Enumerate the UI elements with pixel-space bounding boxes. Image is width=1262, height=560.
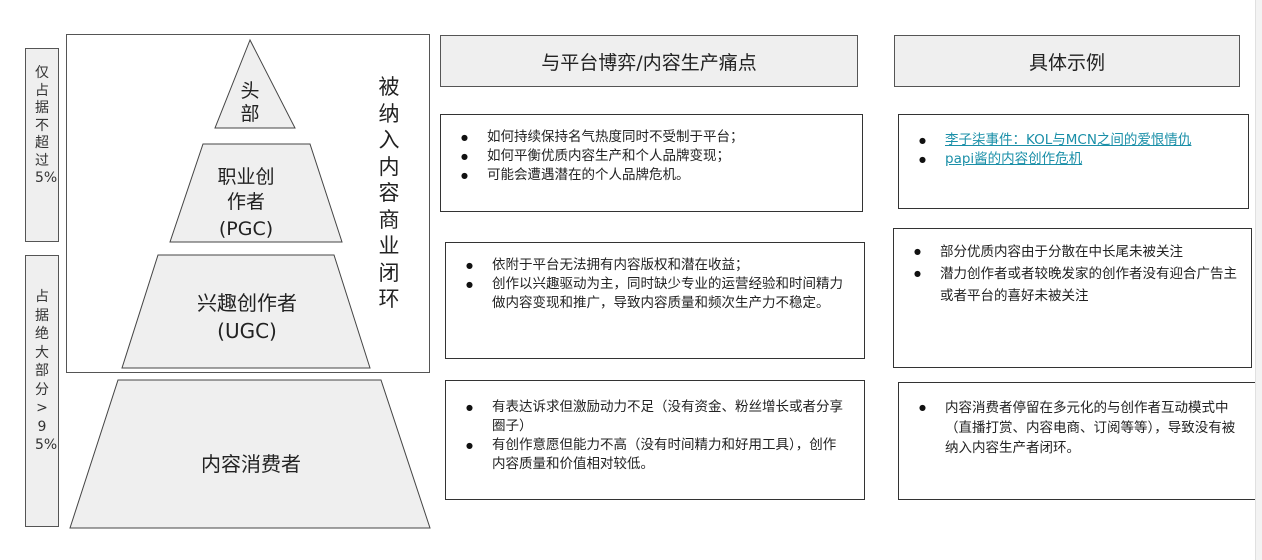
pain-points-head-list: 如何持续保持名气热度同时不受制于平台； 如何平衡优质内容生产和个人品牌变现； 可… bbox=[441, 128, 848, 185]
consumer-label: 内容消费者 bbox=[201, 452, 301, 476]
examples-ugc-list: 部分优质内容由于分散在中长尾未被关注 潜力创作者或者较晚发家的创作者没有迎合广告… bbox=[894, 241, 1237, 307]
ugc-label-1: 兴趣创作者 bbox=[197, 291, 297, 315]
pgc-label-2: 作者 bbox=[227, 191, 265, 213]
example-link-papi[interactable]: papi酱的内容创作危机 bbox=[945, 151, 1083, 167]
list-item: 内容消费者停留在多元化的与创作者互动模式中（直播打赏、内容电商、订阅等等），导致… bbox=[899, 398, 1239, 458]
examples-head-list: 李子柒事件：KOL与MCN之间的爱恨情仇 papi酱的内容创作危机 bbox=[899, 131, 1238, 169]
pain-points-ugc-box: 依附于平台无法拥有内容版权和潜在收益； 创作以兴趣驱动为主，同时缺少专业的运营经… bbox=[445, 242, 865, 359]
head-label-2: 部 bbox=[240, 103, 259, 125]
examples-head-box: 李子柒事件：KOL与MCN之间的爱恨情仇 papi酱的内容创作危机 bbox=[898, 114, 1249, 209]
examples-header: 具体示例 bbox=[894, 35, 1240, 87]
list-item: 如何平衡优质内容生产和个人品牌变现； bbox=[441, 147, 848, 166]
closed-loop-label: 被纳入内容商业闭环 bbox=[378, 75, 400, 311]
examples-header-text: 具体示例 bbox=[1028, 51, 1105, 74]
examples-ugc-box: 部分优质内容由于分散在中长尾未被关注 潜力创作者或者较晚发家的创作者没有迎合广告… bbox=[893, 228, 1252, 368]
example-link-liziqi[interactable]: 李子柒事件：KOL与MCN之间的爱恨情仇 bbox=[945, 132, 1192, 148]
list-item: 如何持续保持名气热度同时不受制于平台； bbox=[441, 128, 848, 147]
pain-points-ugc-list: 依附于平台无法拥有内容版权和潜在收益； 创作以兴趣驱动为主，同时缺少专业的运营经… bbox=[446, 256, 848, 313]
share-label-top: 仅占据不超过5% bbox=[25, 48, 59, 242]
pyramid: 头 部 职业创 作者 (PGC) 兴趣创作者 (UGC) 内容消费者 bbox=[69, 38, 431, 529]
list-item: 创作以兴趣驱动为主，同时缺少专业的运营经验和时间精力做内容变现和推广，导致内容质… bbox=[446, 275, 848, 313]
list-item: 有表达诉求但激励动力不足（没有资金、粉丝增长或者分享圈子） bbox=[446, 398, 848, 436]
list-item: 潜力创作者或者较晚发家的创作者没有迎合广告主或者平台的喜好未被关注 bbox=[894, 263, 1237, 307]
examples-consumer-list: 内容消费者停留在多元化的与创作者互动模式中（直播打赏、内容电商、订阅等等），导致… bbox=[899, 398, 1239, 458]
pyramid-ugc-tier bbox=[121, 254, 371, 369]
pain-points-header: 与平台博弈/内容生产痛点 bbox=[440, 35, 858, 87]
scrollbar-track[interactable] bbox=[1255, 0, 1262, 560]
examples-consumer-box: 内容消费者停留在多元化的与创作者互动模式中（直播打赏、内容电商、订阅等等），导致… bbox=[898, 382, 1256, 500]
pain-points-head-box: 如何持续保持名气热度同时不受制于平台； 如何平衡优质内容生产和个人品牌变现； 可… bbox=[440, 114, 863, 212]
list-item: 部分优质内容由于分散在中长尾未被关注 bbox=[894, 241, 1237, 263]
pyramid-consumer-tier bbox=[69, 379, 431, 529]
pain-points-consumer-box: 有表达诉求但激励动力不足（没有资金、粉丝增长或者分享圈子） 有创作意愿但能力不高… bbox=[445, 380, 865, 500]
list-item: 依附于平台无法拥有内容版权和潜在收益； bbox=[446, 256, 848, 275]
pgc-label-1: 职业创 bbox=[217, 166, 274, 188]
share-label-bottom: 占据绝大部分>95% bbox=[25, 255, 59, 527]
list-item: 李子柒事件：KOL与MCN之间的爱恨情仇 bbox=[899, 131, 1238, 150]
list-item: papi酱的内容创作危机 bbox=[899, 150, 1238, 169]
pyramid-head-tier bbox=[214, 38, 296, 129]
list-item: 有创作意愿但能力不高（没有时间精力和好用工具），创作内容质量和价值相对较低。 bbox=[446, 436, 848, 474]
share-label-top-text: 仅占据不超过5% bbox=[35, 65, 58, 186]
pain-points-header-text: 与平台博弈/内容生产痛点 bbox=[541, 51, 757, 74]
head-label-1: 头 bbox=[240, 80, 259, 102]
list-item: 可能会遭遇潜在的个人品牌危机。 bbox=[441, 166, 848, 185]
ugc-label-2: (UGC) bbox=[217, 319, 277, 343]
pyramid-pgc-tier bbox=[169, 143, 343, 243]
pain-points-consumer-list: 有表达诉求但激励动力不足（没有资金、粉丝增长或者分享圈子） 有创作意愿但能力不高… bbox=[446, 398, 848, 474]
pgc-label-3: (PGC) bbox=[219, 218, 273, 240]
